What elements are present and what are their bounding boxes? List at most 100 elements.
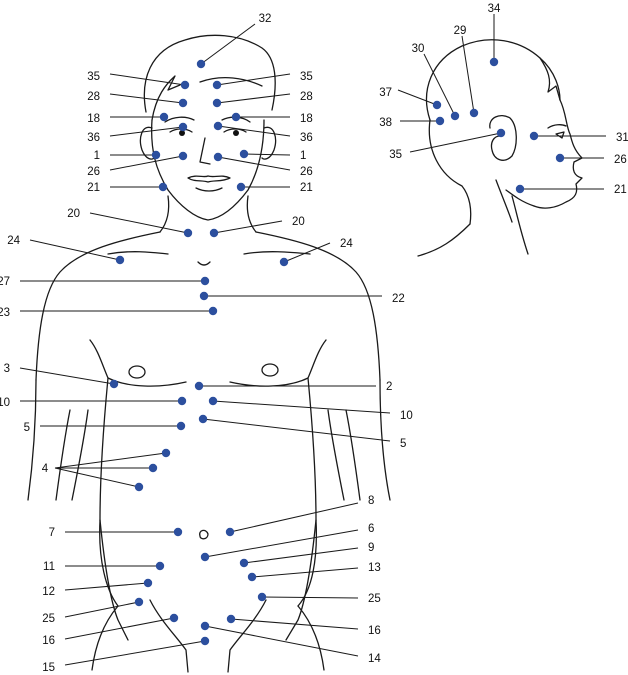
side-point-label: 35 bbox=[389, 149, 402, 161]
side-point-label: 38 bbox=[379, 117, 392, 129]
front-point-label: 14 bbox=[368, 653, 381, 665]
front-point-dot bbox=[213, 152, 223, 162]
front-leader-line bbox=[64, 640, 206, 666]
front-leader-line bbox=[230, 618, 359, 630]
front-point-label: 10 bbox=[0, 397, 10, 409]
side-point-label: 34 bbox=[488, 3, 501, 15]
front-point-label: 36 bbox=[87, 132, 100, 144]
front-point-dot bbox=[257, 592, 267, 602]
front-point-label: 10 bbox=[400, 410, 413, 422]
side-point-label: 31 bbox=[616, 132, 628, 144]
front-leader-line bbox=[204, 529, 359, 558]
front-point-dot bbox=[200, 276, 210, 286]
front-point-label: 18 bbox=[300, 113, 313, 125]
side-leader-line bbox=[423, 53, 456, 117]
side-point-dot bbox=[496, 128, 506, 138]
front-point-label: 28 bbox=[300, 91, 313, 103]
front-point-label: 5 bbox=[24, 422, 30, 434]
front-point-dot bbox=[178, 122, 188, 132]
front-point-dot bbox=[247, 572, 257, 582]
front-leader-line bbox=[19, 367, 115, 385]
front-point-label: 1 bbox=[300, 150, 306, 162]
side-point-dot bbox=[555, 153, 565, 163]
front-point-label: 18 bbox=[87, 113, 100, 125]
front-leader-line bbox=[64, 582, 149, 591]
front-point-label: 12 bbox=[42, 586, 55, 598]
front-point-label: 7 bbox=[49, 527, 55, 539]
front-leader-line bbox=[202, 418, 391, 442]
front-point-dot bbox=[199, 291, 209, 301]
front-point-label: 2 bbox=[386, 381, 392, 393]
front-point-label: 15 bbox=[42, 662, 55, 674]
front-point-dot bbox=[178, 151, 188, 161]
front-point-label: 20 bbox=[67, 208, 80, 220]
front-point-dot bbox=[173, 527, 183, 537]
front-leader-line bbox=[213, 220, 283, 234]
front-leader-line bbox=[109, 73, 186, 86]
front-leader-line bbox=[200, 23, 256, 65]
side-point-dot bbox=[435, 116, 445, 126]
front-leader-line bbox=[217, 125, 291, 137]
front-leader-line bbox=[109, 126, 184, 137]
front-point-dot bbox=[134, 482, 144, 492]
front-point-dot bbox=[200, 636, 210, 646]
front-point-label: 11 bbox=[43, 561, 55, 573]
front-point-dot bbox=[200, 621, 210, 631]
front-leader-line bbox=[243, 153, 291, 156]
front-point-dot bbox=[180, 80, 190, 90]
front-point-label: 24 bbox=[7, 235, 20, 247]
front-leader-line bbox=[283, 242, 331, 263]
front-leader-line bbox=[217, 156, 291, 171]
front-point-label: 25 bbox=[368, 593, 381, 605]
front-point-label: 3 bbox=[4, 363, 10, 375]
front-point-label: 6 bbox=[368, 523, 374, 535]
front-point-dot bbox=[279, 257, 289, 267]
side-point-label: 30 bbox=[412, 43, 425, 55]
front-point-dot bbox=[109, 379, 119, 389]
front-point-dot bbox=[198, 414, 208, 424]
front-point-dot bbox=[169, 613, 179, 623]
side-point-dot bbox=[469, 108, 479, 118]
front-point-label: 16 bbox=[368, 625, 381, 637]
front-point-dot bbox=[194, 381, 204, 391]
front-point-dot bbox=[158, 182, 168, 192]
front-point-dot bbox=[134, 597, 144, 607]
front-point-dot bbox=[200, 552, 210, 562]
front-point-label: 22 bbox=[392, 293, 405, 305]
front-point-dot bbox=[161, 448, 171, 458]
front-point-label: 5 bbox=[400, 438, 406, 450]
front-point-dot bbox=[236, 182, 246, 192]
front-leader-line bbox=[229, 502, 359, 533]
front-point-dot bbox=[176, 421, 186, 431]
front-point-dot bbox=[155, 561, 165, 571]
side-leader-line bbox=[397, 89, 438, 106]
front-body-outline bbox=[27, 34, 391, 673]
side-point-label: 37 bbox=[379, 87, 392, 99]
front-point-dot bbox=[212, 98, 222, 108]
front-leader-line bbox=[29, 239, 121, 261]
front-point-dot bbox=[115, 255, 125, 265]
side-leader-line bbox=[409, 132, 502, 153]
side-head-outline bbox=[417, 39, 583, 257]
front-point-dot bbox=[225, 527, 235, 537]
front-point-label: 32 bbox=[259, 13, 272, 25]
front-point-label: 23 bbox=[0, 307, 10, 319]
front-leader-line bbox=[204, 625, 359, 657]
front-point-dot bbox=[209, 228, 219, 238]
side-leader-line bbox=[461, 35, 475, 114]
side-point-label: 29 bbox=[454, 25, 467, 37]
front-point-label: 1 bbox=[94, 150, 100, 162]
front-point-dot bbox=[196, 59, 206, 69]
front-leader-line bbox=[212, 400, 391, 414]
front-point-dot bbox=[239, 558, 249, 568]
front-leader-line bbox=[243, 547, 359, 564]
side-point-dot bbox=[489, 57, 499, 67]
front-point-dot bbox=[148, 463, 158, 473]
front-point-dot bbox=[213, 121, 223, 131]
front-point-label: 4 bbox=[42, 463, 49, 475]
side-point-dot bbox=[450, 111, 460, 121]
front-leader-line bbox=[261, 596, 359, 599]
front-point-label: 26 bbox=[300, 166, 313, 178]
front-point-label: 35 bbox=[87, 71, 100, 83]
